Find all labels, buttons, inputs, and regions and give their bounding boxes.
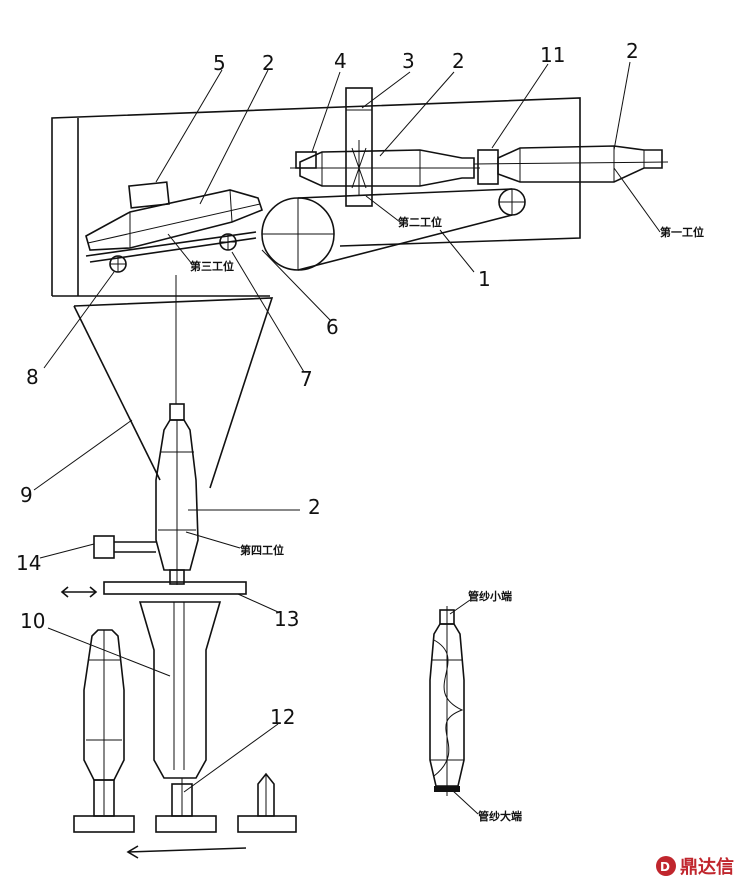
fourth-station-bobbin — [155, 403, 199, 585]
leader-lines — [33, 61, 661, 793]
peg-left-with-bobbin — [73, 629, 135, 833]
double-arrow — [60, 586, 98, 598]
bobbin-small-end-label: 管纱小端 — [468, 589, 512, 603]
label-12: 12 — [270, 705, 295, 729]
watermark-icon — [656, 856, 676, 876]
label-13: 13 — [274, 607, 299, 631]
part-labels: 5 2 4 3 2 11 2 1 6 7 8 9 2 14 13 10 12 — [16, 39, 639, 729]
label-8: 8 — [26, 365, 39, 389]
label-10: 10 — [20, 609, 45, 633]
conveyor-arrow — [126, 845, 247, 859]
first-station-bobbin — [473, 145, 669, 185]
label-4: 4 — [334, 49, 347, 73]
bobbin-large-end-label: 管纱大端 — [478, 809, 522, 823]
third-station-bobbin — [85, 181, 263, 263]
label-7: 7 — [300, 367, 313, 391]
svg-text:D: D — [660, 860, 670, 874]
roller-7 — [219, 233, 237, 251]
label-2-fourth: 2 — [308, 495, 321, 519]
bobbin-detail-labels: 管纱小端 管纱大端 — [468, 589, 522, 823]
slide-plate-13 — [103, 581, 247, 595]
watermark-text: 鼎达信 — [680, 856, 734, 878]
label-9: 9 — [20, 483, 33, 507]
station-first-label: 第一工位 — [660, 225, 704, 239]
label-2-second: 2 — [452, 49, 465, 73]
label-2-first: 2 — [626, 39, 639, 63]
label-11: 11 — [540, 43, 565, 67]
funnel-9 — [73, 275, 274, 489]
second-station-bobbin — [290, 87, 480, 207]
belt-drive — [261, 188, 526, 271]
watermark-logo: D 鼎达信 — [656, 856, 734, 878]
label-3: 3 — [402, 49, 415, 73]
station-labels: 第一工位 第二工位 第三工位 第四工位 — [190, 215, 704, 557]
station-third-label: 第三工位 — [190, 259, 234, 273]
label-14: 14 — [16, 551, 41, 575]
label-5: 5 — [213, 51, 226, 75]
bobbin-detail — [429, 599, 479, 815]
station-second-label: 第二工位 — [398, 215, 442, 229]
peg-right — [237, 772, 297, 833]
machine-frame — [51, 97, 581, 297]
station-fourth-label: 第四工位 — [240, 543, 284, 557]
roller-8 — [109, 255, 127, 273]
pusher-14 — [93, 535, 156, 559]
label-6: 6 — [326, 315, 339, 339]
label-1: 1 — [478, 267, 491, 291]
tube-10 — [138, 601, 222, 779]
label-2-third: 2 — [262, 51, 275, 75]
peg-center — [155, 778, 217, 833]
